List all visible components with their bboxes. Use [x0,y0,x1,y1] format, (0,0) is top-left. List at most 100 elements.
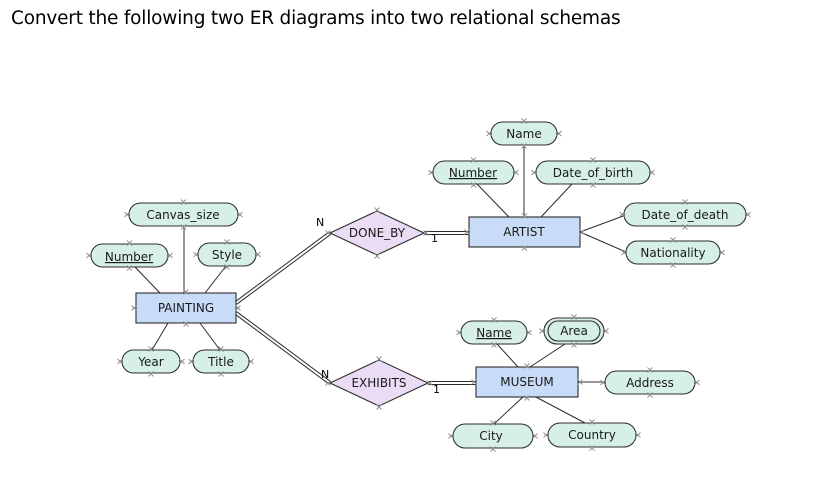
relationship-exhibits[interactable]: EXHIBITS [328,359,430,407]
relationship-done-by-label: DONE_BY [349,226,406,240]
handle-mark [649,169,655,176]
attribute-title-label: Title [207,355,234,369]
attribute-style[interactable]: Style [197,242,257,267]
handle-mark [471,379,477,385]
attribute-painting-number-key[interactable]: Number [90,243,169,268]
handle-mark [571,342,577,348]
handle-mark [647,392,653,398]
handle-mark [193,251,199,258]
handle-mark [374,253,380,259]
handle-mark [635,432,641,438]
handle-mark [600,379,606,386]
entity-artist[interactable]: ARTIST [468,216,581,248]
handle-mark [524,363,530,369]
connector-lines [133,146,627,425]
handle-mark [486,130,492,137]
handle-mark [521,245,528,251]
handle-mark [670,237,676,243]
handle-mark [183,321,189,327]
attribute-country-label: Country [568,428,616,442]
entity-museum[interactable]: MUSEUM [475,366,579,398]
attribute-city-label: City [479,429,503,443]
handle-mark [427,380,433,386]
cardinality-done-by-painting: N [316,216,324,229]
handle-mark [428,169,434,176]
handle-mark [719,249,725,256]
attribute-address[interactable]: Address [604,370,696,395]
handle-mark [513,169,519,176]
handle-mark [374,207,380,213]
handle-mark [589,445,595,451]
handle-mark [224,264,230,270]
handle-mark [490,446,496,452]
handle-mark [464,229,470,235]
handle-mark [577,379,583,385]
handle-mark [126,265,133,271]
handle-mark [621,249,627,256]
attribute-date-of-death[interactable]: Date_of_death [623,202,747,227]
attribute-date-of-birth[interactable]: Date_of_birth [535,160,651,185]
handle-mark [86,252,92,259]
attribute-address-label: Address [626,376,674,390]
entity-painting[interactable]: PAINTING [135,292,237,324]
handle-mark [521,213,528,219]
attribute-canvas-size-label: Canvas_size [146,208,219,222]
handle-mark [218,371,224,377]
attribute-area-label: Area [560,324,588,338]
handle-mark [532,433,538,439]
handle-mark [490,420,496,426]
handle-mark [180,199,187,205]
relationship-done-by[interactable]: DONE_BY [328,210,426,256]
entity-painting-label: PAINTING [158,301,214,315]
handle-mark [325,380,331,386]
handle-mark [235,305,241,311]
handle-mark [470,182,477,188]
handle-mark [521,118,527,124]
handle-mark [539,328,545,334]
handle-mark [579,229,585,235]
handle-mark [148,371,154,377]
handle-mark [647,367,653,373]
handle-mark [670,262,676,268]
handle-mark [603,328,609,334]
handle-mark [218,346,224,352]
handle-mark [590,157,596,163]
handle-mark [524,395,530,401]
handle-mark [491,317,497,323]
handle-mark [682,199,688,205]
attribute-nationality[interactable]: Nationality [625,240,721,265]
page-title: Convert the following two ER diagrams in… [11,8,621,29]
handle-mark [590,182,596,188]
attribute-artist-name[interactable]: Name [490,121,558,146]
attribute-artist-number-key[interactable]: Number [432,160,515,185]
attribute-canvas-size[interactable]: Canvas_size [128,202,239,227]
handle-mark [124,211,130,218]
attribute-museum-name-key[interactable]: Name [460,320,528,345]
handle-mark [619,211,625,218]
attribute-style-label: Style [212,248,242,262]
attribute-painting-number-label: Number [105,250,153,264]
handle-mark [491,342,497,348]
handle-mark [745,211,751,218]
handle-mark [423,230,429,236]
handle-mark [126,240,133,246]
attribute-year[interactable]: Year [121,349,181,374]
handle-mark [531,169,537,176]
handle-mark [521,143,527,149]
attribute-title[interactable]: Title [192,349,250,374]
handle-mark [376,356,382,362]
handle-mark [183,289,189,295]
attribute-country[interactable]: Country [547,422,637,448]
handle-mark [556,130,562,137]
handle-mark [456,329,462,336]
handle-mark [117,358,123,365]
handle-mark [180,224,187,230]
attribute-museum-name-label: Name [476,326,511,340]
handle-mark [179,358,185,365]
handle-mark [543,432,549,438]
handle-mark [148,346,154,352]
attribute-area-multivalued[interactable]: Area [543,317,605,345]
relationship-exhibits-label: EXHIBITS [351,376,406,390]
attribute-city[interactable]: City [452,423,534,449]
